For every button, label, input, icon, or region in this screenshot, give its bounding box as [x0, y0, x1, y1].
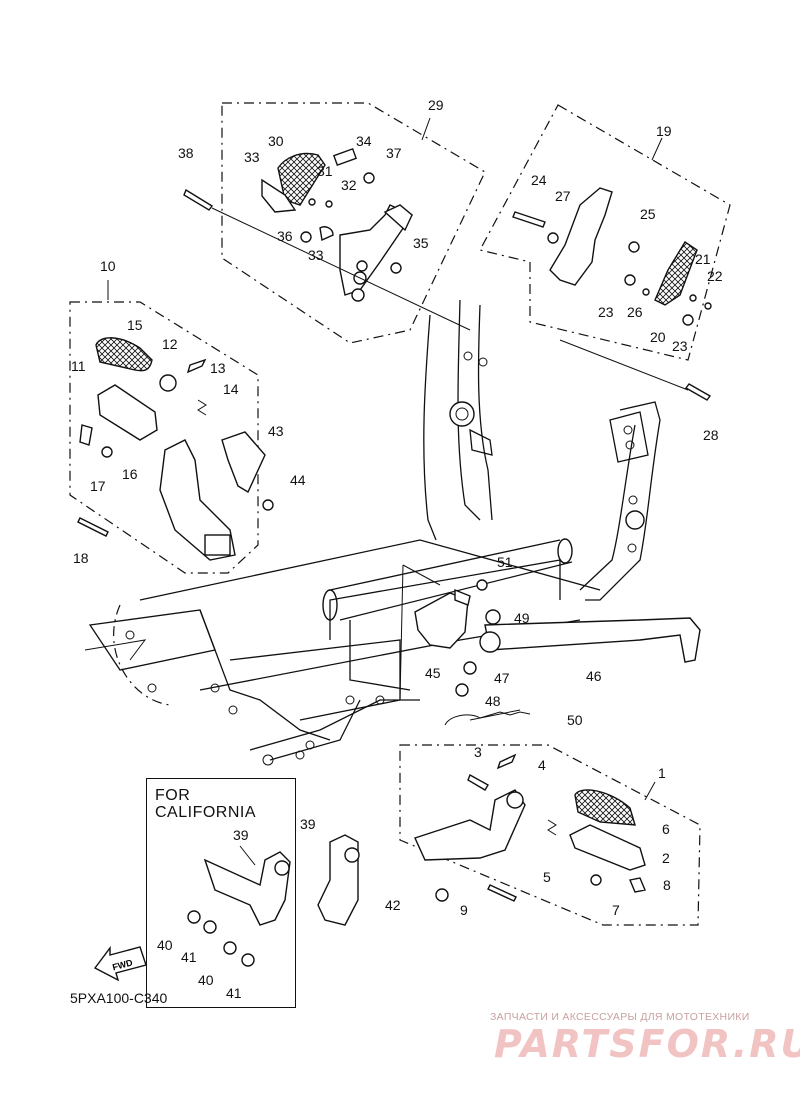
callout-32: 32 [341, 177, 357, 193]
callout-35: 35 [413, 235, 429, 251]
callout-49: 49 [514, 610, 530, 626]
callout-33-bottom: 33 [308, 247, 324, 263]
callout-39: 39 [300, 816, 316, 832]
callout-31: 31 [317, 163, 333, 179]
callout-11: 11 [71, 358, 86, 374]
callout-9: 9 [460, 902, 468, 918]
callout-50: 50 [567, 712, 583, 728]
callout-25: 25 [640, 206, 656, 222]
callout-45: 45 [425, 665, 441, 681]
callout-41-upper: 41 [181, 949, 197, 965]
callout-6: 6 [662, 821, 670, 837]
california-box-title: FOR CALIFORNIA [155, 787, 257, 821]
callout-24: 24 [531, 172, 547, 188]
fwd-arrow-icon: FWD [93, 945, 147, 982]
callout-1: 1 [658, 765, 666, 781]
callout-42: 42 [385, 897, 401, 913]
callout-41-lower: 41 [226, 985, 242, 1001]
callout-23-right: 23 [672, 338, 688, 354]
callout-15: 15 [127, 317, 143, 333]
callout-3: 3 [474, 744, 482, 760]
callout-7: 7 [612, 902, 620, 918]
callout-30: 30 [268, 133, 284, 149]
callout-40-lower: 40 [198, 972, 214, 988]
callout-17: 17 [90, 478, 106, 494]
callout-27: 27 [555, 188, 571, 204]
sidestand-assembly [399, 564, 701, 726]
callout-51: 51 [497, 554, 513, 570]
callout-43: 43 [268, 423, 284, 439]
callout-47: 47 [494, 670, 510, 686]
callout-14: 14 [223, 381, 239, 397]
california-inset-parts [187, 845, 291, 967]
callout-21: 21 [695, 251, 711, 267]
callout-22: 22 [707, 268, 723, 284]
group-19-assembly [479, 104, 731, 401]
watermark-tagline: ЗАПЧАСТИ И АКСЕССУАРЫ ДЛЯ МОТОТЕХНИКИ [490, 1011, 750, 1023]
part-39-bracket [317, 834, 360, 926]
group-1-assembly [399, 744, 701, 926]
callout-4: 4 [538, 757, 546, 773]
callout-13: 13 [210, 360, 226, 376]
callout-16: 16 [122, 466, 138, 482]
callout-36: 36 [277, 228, 293, 244]
callout-46: 46 [586, 668, 602, 684]
callout-44: 44 [290, 472, 306, 488]
callout-labels: 29 30 34 37 38 33 31 32 36 33 35 19 24 2… [71, 97, 723, 1001]
callout-34: 34 [356, 133, 372, 149]
callout-38: 38 [178, 145, 194, 161]
callout-48: 48 [485, 693, 501, 709]
callout-12: 12 [162, 336, 178, 352]
callout-39-inset: 39 [233, 827, 249, 843]
callout-33-top: 33 [244, 149, 260, 165]
callout-8: 8 [663, 877, 671, 893]
callout-18: 18 [73, 550, 89, 566]
callout-40-upper: 40 [157, 937, 173, 953]
callout-23-left: 23 [598, 304, 614, 320]
callout-5: 5 [543, 869, 551, 885]
diagram-reference-code: 5PXA100-C340 [70, 990, 168, 1006]
motorcycle-frame [84, 299, 661, 766]
callout-37: 37 [386, 145, 402, 161]
callout-29: 29 [428, 97, 444, 113]
california-variant-box: FOR CALIFORNIA [146, 778, 296, 1008]
callout-2: 2 [662, 850, 670, 866]
group-10-assembly [69, 280, 274, 574]
callout-20: 20 [650, 329, 666, 345]
watermark-logo: PARTSFOR.RU [494, 1022, 800, 1066]
callout-28: 28 [703, 427, 719, 443]
callout-10: 10 [100, 258, 116, 274]
callout-26: 26 [627, 304, 643, 320]
group-29-assembly [183, 102, 486, 344]
callout-19: 19 [656, 123, 672, 139]
